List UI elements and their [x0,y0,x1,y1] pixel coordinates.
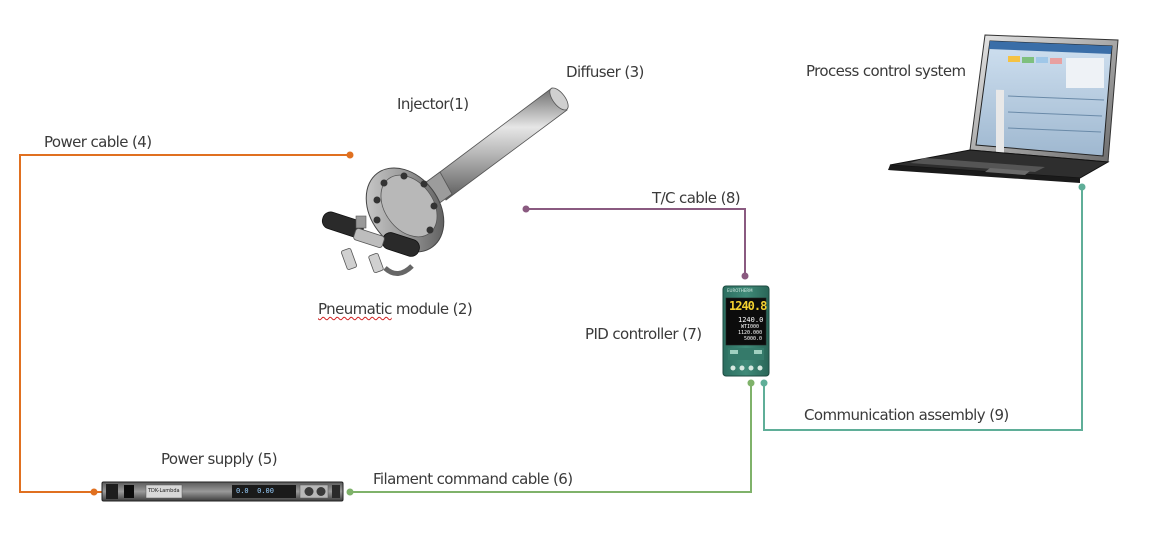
pid-line-5: 5000.0 [744,336,763,342]
power-supply-label: Power supply (5) [161,450,278,468]
power-supply-digits: 0.0 0.00 [236,487,274,495]
pid-controller [722,285,770,377]
power-cable [19,151,354,496]
communication-label: Communication assembly (9) [804,406,1009,424]
power-cable-label: Power cable (4) [44,133,152,151]
pid-line-4: 1120.000 [738,330,763,336]
laptop [888,34,1119,183]
communication-cable [760,183,1086,431]
pid-line-3: WTI000 [741,324,760,330]
injector-label: Injector(1) [397,95,469,113]
injector-assembly [321,87,569,276]
pneumatic-module-label: Pneumatic module (2) [318,300,473,318]
pid-brand-text: EUROTHERM [727,288,753,293]
process-control-label: Process control system [806,62,966,80]
pid-set-value: 1240.0 [738,316,764,324]
power-supply-brand: TDK-Lambda [148,488,180,494]
filament-cable-label: Filament command cable (6) [373,470,573,488]
pneumatic-rest: module (2) [391,300,473,318]
diffuser-label: Diffuser (3) [566,63,644,81]
power-supply-unit [101,481,344,502]
pid-main-value: 1240.8 [729,299,767,313]
pneumatic-word: Pneumatic [318,300,392,318]
tc-cable-label: T/C cable (8) [652,189,741,207]
filament-command-cable [346,379,755,496]
tc-cable [522,205,749,280]
pid-controller-label: PID controller (7) [585,325,702,343]
